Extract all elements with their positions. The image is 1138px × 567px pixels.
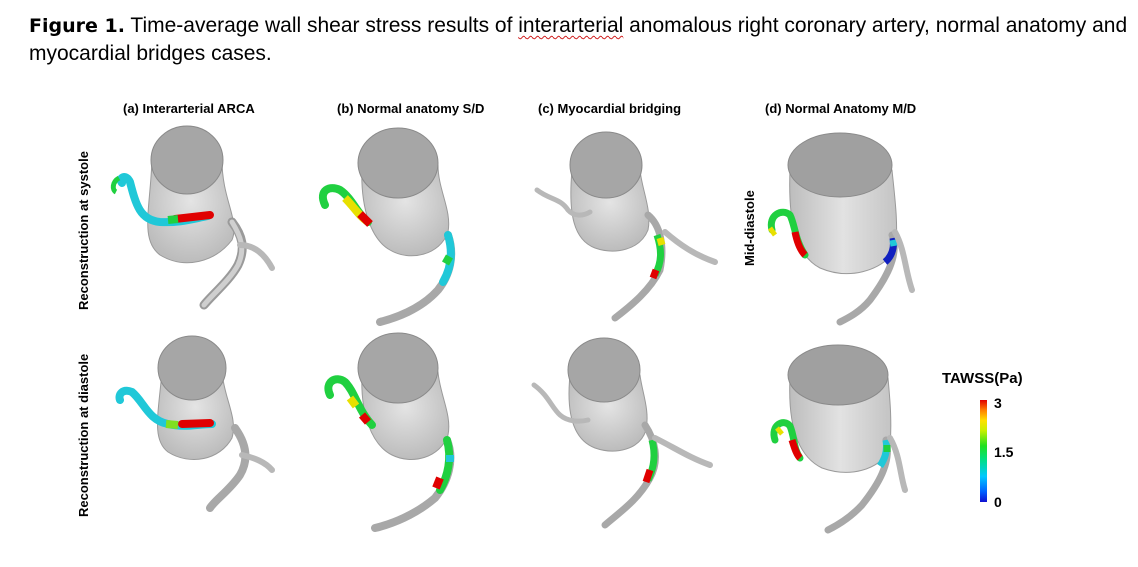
legend-tick-mid: 1.5 — [994, 444, 1014, 460]
model-c-systole — [534, 131, 718, 322]
caption-spellcheck-word[interactable]: interarterial — [518, 14, 624, 37]
model-b-diastole — [324, 332, 455, 532]
legend-tick-max: 3 — [994, 395, 1002, 411]
model-c-diastole — [531, 337, 713, 529]
column-label-d: (d) Normal Anatomy M/D — [765, 101, 917, 116]
model-a-systole — [110, 125, 275, 310]
caption-text-after: anomalous right coronary artery, normal … — [29, 14, 1128, 65]
model-b-systole — [318, 127, 456, 326]
model-d-diastole — [770, 344, 908, 534]
column-label-b: (b) Normal anatomy S/D — [337, 101, 485, 116]
colorbar — [980, 400, 987, 502]
caption-text-before: Time-average wall shear stress results o… — [124, 14, 519, 37]
column-label-c: (c) Myocardial bridging — [538, 101, 682, 116]
legend-tick-min: 0 — [994, 494, 1002, 510]
column-label-a: (a) Interarterial ARCA — [123, 101, 255, 116]
model-d-middiastole — [767, 132, 915, 326]
caption-lead: Figure 1. — [29, 15, 125, 37]
figure-caption: Figure 1. Time-average wall shear stress… — [29, 12, 1129, 67]
model-a-diastole — [115, 335, 275, 512]
legend-title: TAWSS(Pa) — [942, 370, 1023, 387]
